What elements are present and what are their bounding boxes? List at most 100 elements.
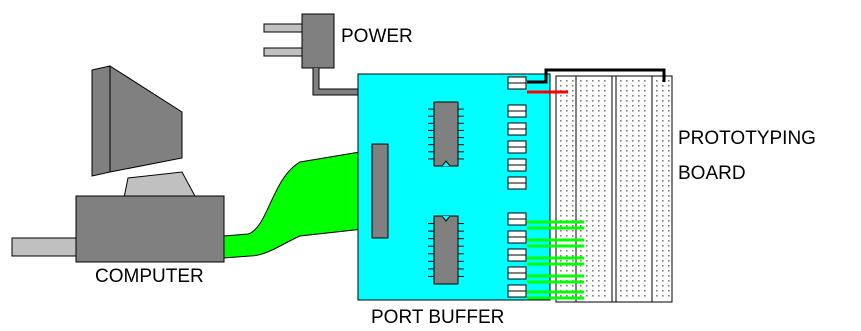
breadboard-hole [644, 90, 646, 92]
breadboard-hole [620, 290, 622, 292]
breadboard-hole [566, 115, 568, 117]
breadboard-hole [644, 240, 646, 242]
breadboard-hole [638, 190, 640, 192]
breadboard-hole [604, 260, 606, 262]
breadboard-hole [580, 200, 582, 202]
breadboard-hole [620, 120, 622, 122]
breadboard-hole [560, 165, 562, 167]
breadboard-hole [604, 230, 606, 232]
breadboard-hole [656, 225, 658, 227]
breadboard-hole [580, 80, 582, 82]
breadboard-hole [598, 170, 600, 172]
breadboard-hole [620, 180, 622, 182]
chip-body [433, 215, 459, 285]
breadboard-hole [632, 160, 634, 162]
breadboard-hole [620, 95, 622, 97]
breadboard-hole [620, 260, 622, 262]
breadboard-hole [668, 130, 670, 132]
breadboard-hole [668, 210, 670, 212]
breadboard-hole [662, 255, 664, 257]
breadboard-hole [638, 265, 640, 267]
breadboard-hole [560, 295, 562, 297]
breadboard-hole [572, 180, 574, 182]
breadboard-hole [656, 150, 658, 152]
breadboard-hole [632, 280, 634, 282]
breadboard-hole [638, 210, 640, 212]
breadboard-hole [662, 225, 664, 227]
breadboard-hole [604, 140, 606, 142]
breadboard-hole [598, 275, 600, 277]
breadboard-hole [560, 180, 562, 182]
breadboard-hole [632, 90, 634, 92]
breadboard-hole [572, 175, 574, 177]
power-label: POWER [341, 26, 413, 47]
breadboard-hole [566, 195, 568, 197]
breadboard-hole [662, 140, 664, 142]
breadboard-hole [580, 155, 582, 157]
breadboard-hole [626, 160, 628, 162]
breadboard-hole [560, 155, 562, 157]
breadboard-hole [580, 180, 582, 182]
breadboard-hole [662, 285, 664, 287]
breadboard-hole [656, 295, 658, 297]
breadboard-hole [632, 250, 634, 252]
breadboard-hole [668, 250, 670, 252]
breadboard-hole [662, 95, 664, 97]
breadboard-hole [604, 290, 606, 292]
breadboard-hole [604, 150, 606, 152]
breadboard-hole [626, 265, 628, 267]
breadboard-hole [638, 130, 640, 132]
breadboard-hole [656, 175, 658, 177]
breadboard-hole [638, 235, 640, 237]
breadboard-hole [566, 135, 568, 137]
breadboard-hole [572, 130, 574, 132]
power-wires [527, 68, 666, 94]
breadboard-hole [620, 245, 622, 247]
breadboard-hole [620, 225, 622, 227]
breadboard-hole [560, 120, 562, 122]
breadboard-hole [620, 210, 622, 212]
breadboard-hole [668, 230, 670, 232]
breadboard-hole [598, 190, 600, 192]
breadboard-hole [566, 150, 568, 152]
breadboard-hole [668, 240, 670, 242]
breadboard-hole [668, 160, 670, 162]
breadboard-hole [626, 220, 628, 222]
breadboard-hole [662, 165, 664, 167]
breadboard-hole [604, 105, 606, 107]
breadboard-hole [566, 250, 568, 252]
breadboard-hole [632, 145, 634, 147]
breadboard-hole [656, 100, 658, 102]
breadboard-hole [572, 100, 574, 102]
breadboard-hole [632, 295, 634, 297]
breadboard-hole [632, 95, 634, 97]
breadboard-hole [644, 110, 646, 112]
breadboard-hole [638, 295, 640, 297]
breadboard-hole [586, 230, 588, 232]
breadboard-hole [604, 240, 606, 242]
breadboard-hole [592, 290, 594, 292]
breadboard-hole [586, 235, 588, 237]
breadboard-hole [598, 290, 600, 292]
breadboard-hole [626, 110, 628, 112]
breadboard-hole [620, 175, 622, 177]
breadboard-hole [668, 180, 670, 182]
breadboard-hole [668, 110, 670, 112]
breadboard-hole [644, 175, 646, 177]
breadboard-hole [598, 150, 600, 152]
breadboard-hole [626, 130, 628, 132]
breadboard-hole [626, 200, 628, 202]
breadboard-hole [560, 205, 562, 207]
breadboard-hole [656, 275, 658, 277]
breadboard-hole [592, 230, 594, 232]
breadboard-hole [632, 270, 634, 272]
breadboard-hole [560, 225, 562, 227]
breadboard-hole [598, 265, 600, 267]
breadboard-hole [668, 220, 670, 222]
breadboard-hole [638, 215, 640, 217]
breadboard-hole [656, 205, 658, 207]
breadboard-hole [644, 140, 646, 142]
breadboard-hole [656, 140, 658, 142]
breadboard-hole [626, 115, 628, 117]
breadboard-hole [598, 260, 600, 262]
